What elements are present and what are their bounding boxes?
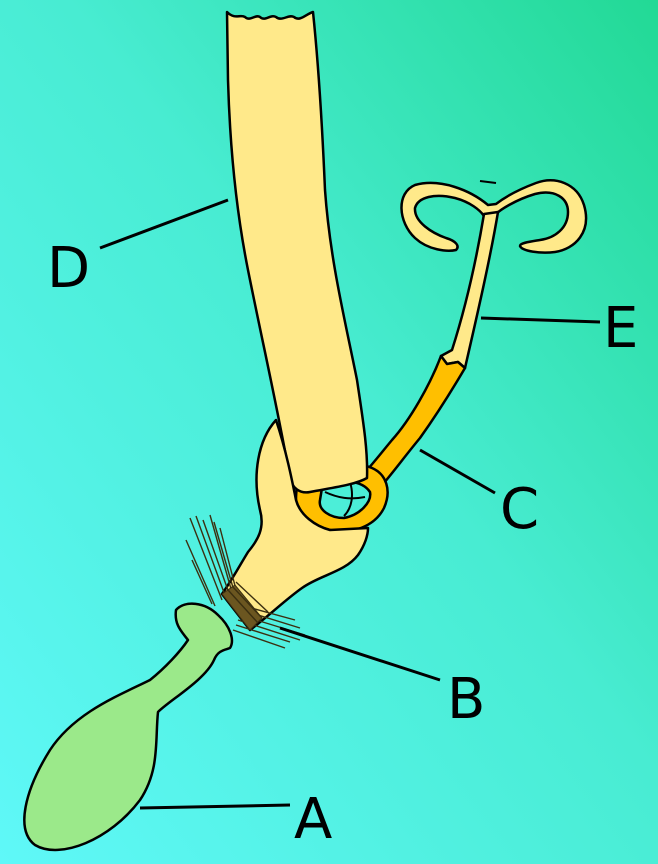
label-b: B bbox=[447, 667, 485, 732]
label-a: A bbox=[294, 787, 332, 852]
label-c: C bbox=[500, 477, 539, 542]
label-e: E bbox=[603, 296, 638, 361]
label-d: D bbox=[47, 236, 90, 301]
